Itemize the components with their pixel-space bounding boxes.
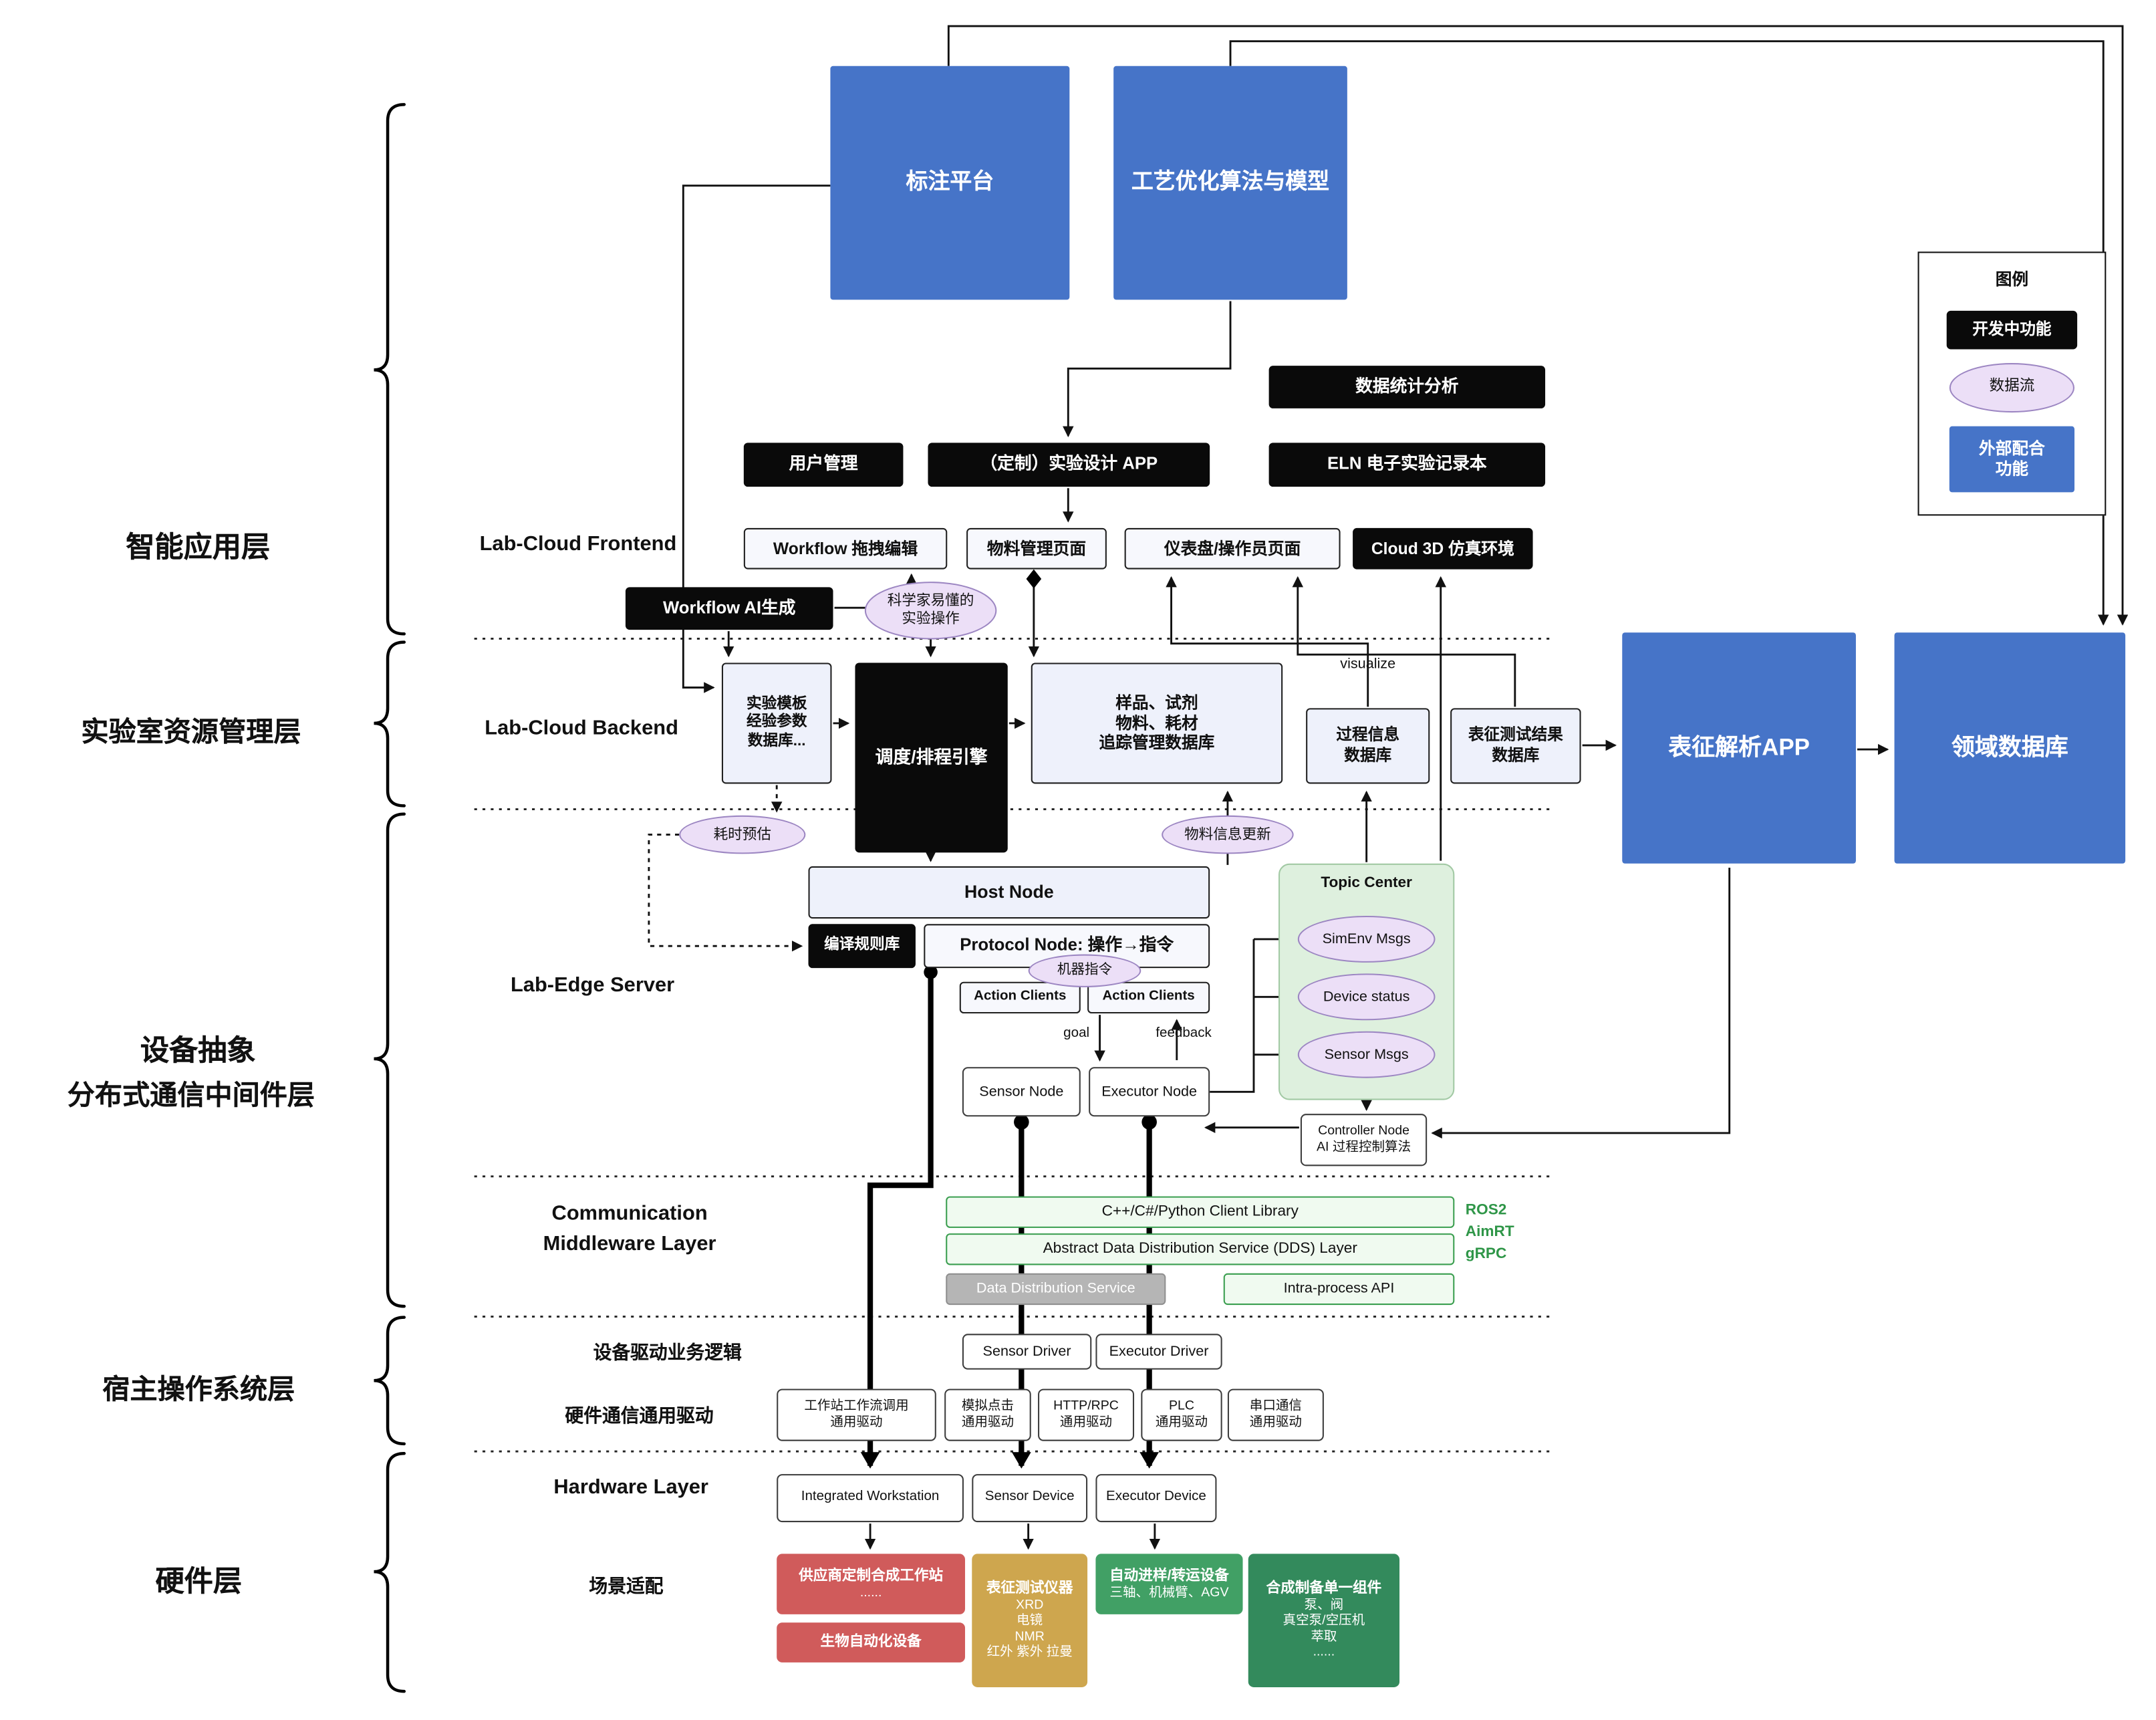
action-clients-1-box: Action Clients: [959, 981, 1081, 1014]
layer-braces: [374, 103, 406, 1693]
char-result-db-box: 表征测试结果 数据库: [1450, 708, 1581, 784]
layer-label-hardware: 硬件层: [155, 1566, 243, 1598]
data-distribution-box: Data Distribution Service: [946, 1273, 1166, 1306]
ros2-label: ROS2: [1465, 1201, 1507, 1219]
legend-title: 图例: [1995, 269, 2029, 289]
dotted-connectors: [648, 785, 803, 952]
synth-title: 合成制备单一组件: [1266, 1580, 1382, 1597]
annotation-platform-box: 标注平台: [830, 66, 1070, 300]
comm-middleware-label-1: Communication: [551, 1201, 708, 1225]
eln-box: ELN 电子实验记录本: [1268, 443, 1546, 487]
device-status-ellipse: Device status: [1297, 973, 1436, 1021]
char-instrument-title: 表征测试仪器: [986, 1580, 1073, 1597]
lab-edge-server-label: Lab-Edge Server: [510, 973, 675, 997]
topic-center-title: Topic Center: [1321, 874, 1412, 891]
process-db-box: 过程信息 数据库: [1306, 708, 1430, 784]
bio-automation-box: 生物自动化设备: [777, 1622, 966, 1663]
executor-driver-box: Executor Driver: [1095, 1334, 1222, 1370]
drv-serial-box: 串口通信 通用驱动: [1227, 1388, 1324, 1441]
driver-logic-label: 设备驱动业务逻辑: [593, 1342, 742, 1363]
process-optimization-box: 工艺优化算法与模型: [1113, 66, 1347, 300]
feedback-label: feedback: [1156, 1025, 1212, 1041]
vendor-workstation-box: 供应商定制合成工作站 ......: [777, 1554, 966, 1614]
drv-plc-box: PLC 通用驱动: [1141, 1388, 1222, 1441]
workflow-ai-box: Workflow AI生成: [625, 587, 833, 630]
aimrt-label: AimRT: [1465, 1223, 1514, 1241]
synth-body: 泵、阀 真空泵/空压机 萃取 ......: [1283, 1597, 1365, 1661]
grpc-label: gRPC: [1465, 1245, 1507, 1263]
domain-db-box: 领域数据库: [1894, 632, 2126, 864]
scenario-label: 场景适配: [589, 1576, 664, 1597]
client-library-box: C++/C#/Python Client Library: [946, 1196, 1455, 1228]
synth-component-box: 合成制备单一组件 泵、阀 真空泵/空压机 萃取 ......: [1248, 1554, 1400, 1687]
material-update-ellipse: 物料信息更新: [1162, 815, 1294, 854]
scientist-ops-ellipse: 科学家易懂的 实验操作: [864, 582, 997, 640]
dds-layer-box: Abstract Data Distribution Service (DDS)…: [946, 1233, 1455, 1265]
data-stats-box: 数据统计分析: [1268, 366, 1546, 408]
char-instrument-body: XRD 电镜 NMR 红外 紫外 拉曼: [986, 1597, 1073, 1661]
sensor-driver-box: Sensor Driver: [962, 1334, 1092, 1370]
sensor-node-box: Sensor Node: [962, 1067, 1081, 1117]
layer-label-lab-resource: 实验室资源管理层: [81, 717, 301, 749]
drv-workstation-box: 工作站工作流调用 通用驱动: [777, 1388, 936, 1441]
char-analysis-app-box: 表征解析APP: [1622, 632, 1856, 864]
vendor-body: ......: [859, 1584, 882, 1600]
layer-label-device-abstraction: 设备抽象: [140, 1035, 256, 1068]
hardware-layer-label: Hardware Layer: [553, 1475, 708, 1499]
executor-node-box: Executor Node: [1089, 1067, 1210, 1117]
intra-process-api-box: Intra-process API: [1223, 1273, 1455, 1306]
char-instrument-box: 表征测试仪器 XRD 电镜 NMR 红外 紫外 拉曼: [972, 1554, 1088, 1687]
cloud-3d-box: Cloud 3D 仿真环境: [1353, 527, 1533, 570]
workflow-edit-box: Workflow 拖拽编辑: [743, 527, 948, 570]
sensor-msgs-ellipse: Sensor Msgs: [1297, 1031, 1436, 1078]
legend-external-swatch: 外部配合 功能: [1949, 426, 2075, 493]
legend-in-dev-swatch: 开发中功能: [1946, 310, 2078, 350]
dashboard-page-box: 仪表盘/操作员页面: [1124, 527, 1341, 570]
material-page-box: 物料管理页面: [966, 527, 1107, 570]
hw-comm-driver-label: 硬件通信通用驱动: [565, 1405, 714, 1427]
sample-db-box: 样品、试剂 物料、耗材 追踪管理数据库: [1031, 662, 1283, 784]
lab-cloud-backend-label: Lab-Cloud Backend: [485, 716, 678, 740]
controller-node-box: Controller Node AI 过程控制算法: [1300, 1114, 1428, 1166]
visualize-label: visualize: [1340, 656, 1396, 672]
drv-http-box: HTTP/RPC 通用驱动: [1038, 1388, 1135, 1441]
sensor-device-box: Sensor Device: [972, 1474, 1088, 1523]
compile-rules-box: 编译规则库: [808, 924, 916, 969]
transfer-title: 自动进样/转运设备: [1109, 1567, 1229, 1584]
time-estimate-ellipse: 耗时预估: [679, 815, 806, 854]
machine-cmd-ellipse: 机器指令: [1028, 954, 1141, 987]
layer-label-distributed-comm: 分布式通信中间件层: [67, 1080, 315, 1112]
scheduler-box: 调度/排程引擎: [855, 662, 1008, 853]
lab-cloud-frontend-label: Lab-Cloud Frontend: [479, 532, 677, 556]
transfer-device-box: 自动进样/转运设备 三轴、机械臂、AGV: [1095, 1554, 1243, 1614]
user-mgmt-box: 用户管理: [743, 443, 904, 487]
vendor-title: 供应商定制合成工作站: [799, 1567, 944, 1584]
goal-label: goal: [1063, 1025, 1090, 1041]
transfer-body: 三轴、机械臂、AGV: [1109, 1584, 1229, 1600]
layer-label-intelligent-app: 智能应用层: [126, 532, 271, 564]
simenv-msgs-ellipse: SimEnv Msgs: [1297, 915, 1436, 963]
legend-data-flow-swatch: 数据流: [1949, 363, 2075, 413]
comm-middleware-label-2: Middleware Layer: [543, 1232, 716, 1256]
custom-exp-app-box: （定制）实验设计 APP: [928, 443, 1210, 487]
layer-label-host-os: 宿主操作系统层: [102, 1375, 295, 1406]
integrated-workstation-box: Integrated Workstation: [777, 1474, 964, 1523]
action-clients-2-box: Action Clients: [1087, 981, 1210, 1014]
host-node-box: Host Node: [808, 866, 1210, 919]
executor-device-box: Executor Device: [1095, 1474, 1217, 1523]
diamond-connector: [1026, 569, 1042, 589]
drv-click-box: 模拟点击 通用驱动: [944, 1388, 1031, 1441]
template-db-box: 实验模板 经验参数 数据库...: [721, 662, 832, 784]
